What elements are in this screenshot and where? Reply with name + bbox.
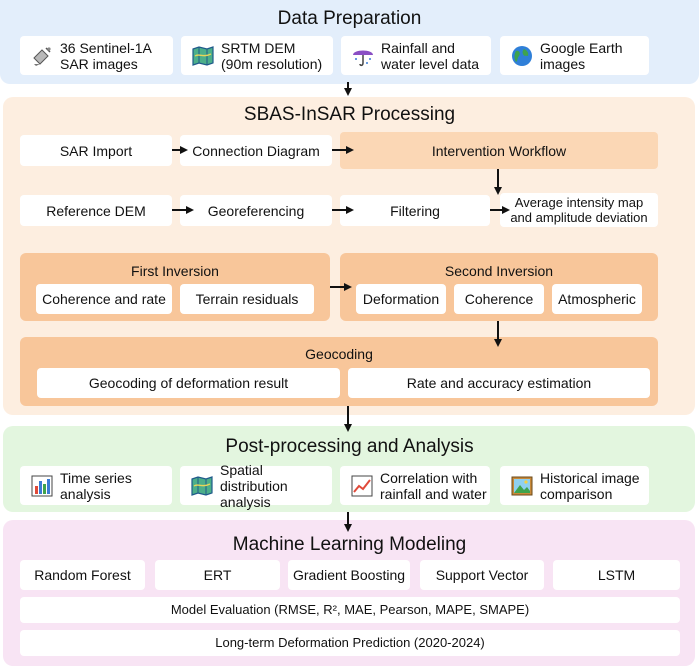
- terrain-residuals-box: Terrain residuals: [180, 284, 314, 314]
- reference-dem-box: Reference DEM: [20, 195, 172, 226]
- model-random-forest: Random Forest: [20, 560, 145, 590]
- model-ert: ERT: [155, 560, 280, 590]
- satellite-icon: [30, 44, 54, 68]
- average-intensity-line1: Average intensity map: [514, 195, 644, 210]
- umbrella-rain-icon: [351, 44, 375, 68]
- map-icon: [191, 44, 215, 68]
- data-item-line2: water level data: [381, 55, 480, 72]
- map-icon: [190, 474, 214, 498]
- globe-icon: [510, 44, 534, 68]
- post-item-line1: Time series: [60, 469, 132, 486]
- data-item-line1: SRTM DEM: [221, 39, 296, 56]
- sbas-title: SBAS-InSAR Processing: [243, 104, 456, 125]
- connection-diagram-box: Connection Diagram: [180, 135, 332, 166]
- post-item-line1: Historical image: [540, 469, 640, 486]
- data-item-line2: (90m resolution): [221, 55, 323, 72]
- post-item-line2: analysis: [60, 485, 111, 502]
- model-support-vector: Support Vector: [420, 560, 544, 590]
- model-lstm: LSTM: [553, 560, 680, 590]
- filtering-box: Filtering: [340, 195, 490, 226]
- coherence-box: Coherence: [454, 284, 544, 314]
- intervention-workflow-box: Intervention Workflow: [340, 132, 658, 169]
- model-gradient-boosting: Gradient Boosting: [288, 560, 410, 590]
- line-chart-icon: [350, 474, 374, 498]
- post-item-line1: Spatial distribution: [220, 461, 288, 494]
- data-item-line1: 36 Sentinel-1A: [60, 39, 152, 56]
- data-preparation-title: Data Preparation: [277, 8, 422, 29]
- prediction-box: Long-term Deformation Prediction (2020-2…: [20, 630, 680, 656]
- geocoding-title: Geocoding: [305, 346, 373, 362]
- geocoding-deformation-box: Geocoding of deformation result: [37, 368, 340, 398]
- sar-import-box: SAR Import: [20, 135, 172, 166]
- ml-title: Machine Learning Modeling: [232, 534, 467, 555]
- data-item-srtm: SRTM DEM(90m resolution): [181, 36, 333, 75]
- data-item-line1: Google Earth: [540, 39, 623, 56]
- post-item-line2: rainfall and water: [380, 485, 487, 502]
- deformation-box: Deformation: [356, 284, 446, 314]
- post-item-line2: comparison: [540, 485, 613, 502]
- post-processing-title: Post-processing and Analysis: [225, 436, 474, 457]
- coherence-rate-box: Coherence and rate: [36, 284, 172, 314]
- model-evaluation-box: Model Evaluation (RMSE, R², MAE, Pearson…: [20, 597, 680, 623]
- data-item-line2: SAR images: [60, 55, 138, 72]
- data-item-line1: Rainfall and: [381, 39, 455, 56]
- rate-accuracy-box: Rate and accuracy estimation: [348, 368, 650, 398]
- average-intensity-line2: and amplitude deviation: [510, 210, 648, 225]
- second-inversion-title: Second Inversion: [444, 263, 554, 279]
- picture-icon: [510, 474, 534, 498]
- bar-chart-icon: [30, 474, 54, 498]
- data-item-line2: images: [540, 55, 586, 72]
- first-inversion-title: First Inversion: [131, 263, 219, 279]
- atmospheric-box: Atmospheric: [552, 284, 642, 314]
- georeferencing-box: Georeferencing: [180, 195, 332, 226]
- post-item-line1: Correlation with: [380, 469, 478, 486]
- post-item-line2: analysis: [220, 493, 271, 510]
